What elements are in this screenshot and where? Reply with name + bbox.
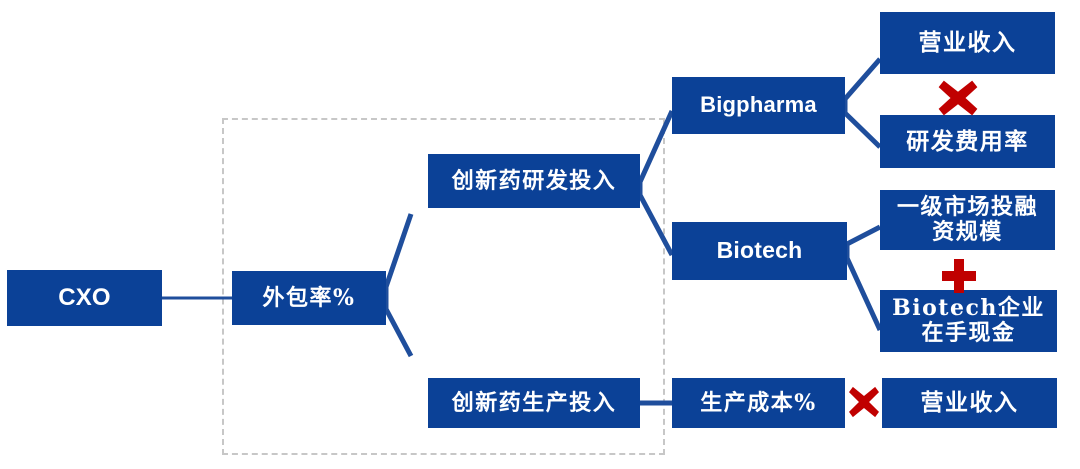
node-operating-revenue-bottom[interactable]: 营业收入 xyxy=(882,378,1057,428)
multiply-icon-production xyxy=(849,386,879,418)
node-cxo-label: CXO xyxy=(58,283,111,311)
node-bigpharma-label: Bigpharma xyxy=(700,92,817,118)
node-operating-revenue-top[interactable]: 营业收入 xyxy=(880,12,1055,74)
node-production-investment-label: 创新药生产投入 xyxy=(451,389,617,416)
node-biotech[interactable]: Biotech xyxy=(672,222,847,280)
multiply-icon-bigpharma xyxy=(938,80,978,116)
dashed-scope-box xyxy=(222,118,665,455)
node-production-investment[interactable]: 创新药生产投入 xyxy=(428,378,640,428)
node-outsourcing-rate-label: 外包率% xyxy=(262,284,356,311)
node-bigpharma[interactable]: Bigpharma xyxy=(672,77,845,134)
node-rnd-expense-ratio[interactable]: 研发费用率 xyxy=(880,115,1055,168)
node-production-cost-pct-label: 生产成本% xyxy=(700,389,817,416)
node-outsourcing-rate[interactable]: 外包率% xyxy=(232,271,386,325)
node-cxo[interactable]: CXO xyxy=(7,270,162,326)
node-biotech-label: Biotech xyxy=(716,237,803,264)
node-biotech-cash[interactable]: Biotech企业在手现金 xyxy=(880,290,1057,352)
node-biotech-cash-label: Biotech企业在手现金 xyxy=(892,295,1045,346)
node-operating-revenue-top-label: 营业收入 xyxy=(918,29,1017,57)
plus-icon-biotech xyxy=(942,259,976,293)
node-operating-revenue-bottom-label: 营业收入 xyxy=(920,389,1019,417)
node-primary-market-financing-label: 一级市场投融资规模 xyxy=(896,194,1038,245)
node-rnd-investment[interactable]: 创新药研发投入 xyxy=(428,154,640,208)
node-primary-market-financing[interactable]: 一级市场投融资规模 xyxy=(880,190,1055,250)
node-rnd-investment-label: 创新药研发投入 xyxy=(451,167,617,194)
node-rnd-expense-ratio-label: 研发费用率 xyxy=(906,127,1029,155)
node-production-cost-pct[interactable]: 生产成本% xyxy=(672,378,845,428)
